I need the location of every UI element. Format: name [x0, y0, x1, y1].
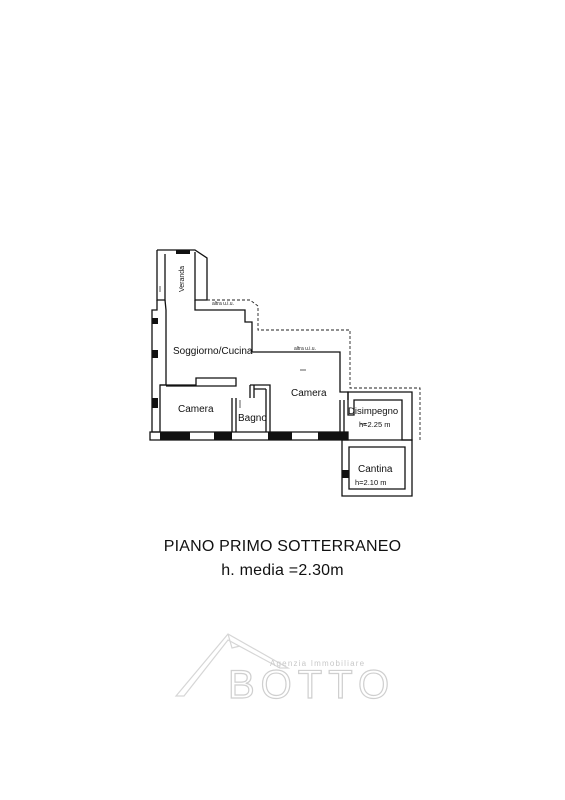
partition-camera-disimpegno [339, 400, 345, 432]
room-label-camera-left: Camera [178, 404, 214, 415]
watermark-brand: BOTTO [228, 663, 395, 703]
room-label-disimpegno: Disimpegno [348, 406, 398, 417]
partition-soggiorno-camera [160, 377, 237, 387]
room-label-soggiorno-cucina: Soggiorno/Cucina [173, 346, 253, 357]
boundary-label-1: altra u.i.u. [212, 301, 234, 307]
watermark-tagline: Agenzia Immobiliare [270, 659, 365, 668]
wall-hatching [152, 250, 349, 478]
room-label-veranda: Veranda [179, 266, 186, 292]
plan-title: PIANO PRIMO SOTTERRANEO [163, 538, 402, 555]
door-marks [159, 286, 366, 425]
plan-subtitle: h. media =2.30m [221, 562, 344, 579]
room-label-camera-right: Camera [291, 388, 327, 399]
exterior-wall-top [194, 300, 253, 330]
cantina-height: h=2.10 m [355, 478, 386, 487]
agency-watermark-logo: Agenzia Immobiliare BOTTO [174, 633, 395, 703]
disimpegno-height: h=2.25 m [359, 420, 390, 429]
boundary-line-top [207, 299, 351, 352]
disimpegno-walls [347, 391, 413, 441]
room-label-cantina: Cantina [358, 464, 393, 475]
boundary-label-2: altra u.i.u. [294, 346, 316, 352]
boundary-line-right [349, 352, 421, 440]
bagno-walls [231, 384, 271, 432]
room-label-bagno: Bagno [238, 413, 267, 424]
